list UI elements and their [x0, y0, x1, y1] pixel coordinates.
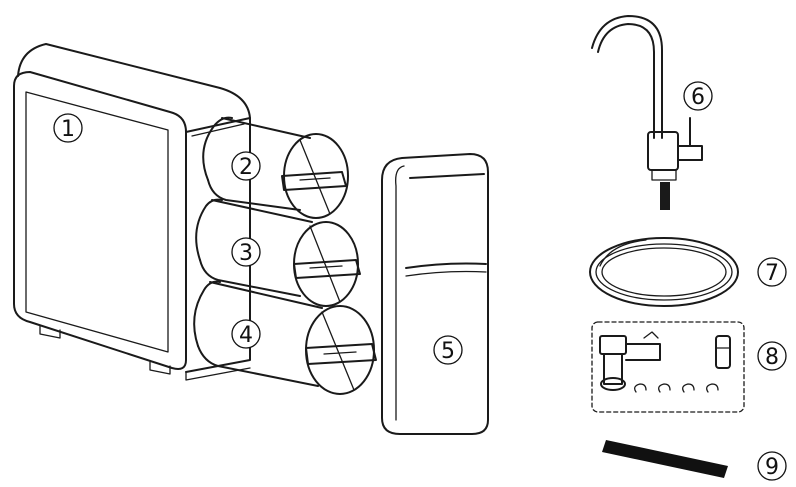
- callout-3: 3: [231, 237, 261, 267]
- svg-text:4: 4: [239, 323, 253, 348]
- callout-7: 7: [757, 257, 787, 287]
- svg-text:2: 2: [239, 155, 253, 180]
- svg-text:3: 3: [239, 241, 253, 266]
- callout-4: 4: [231, 319, 261, 349]
- main-housing: [13, 43, 251, 381]
- tape-strip: [602, 440, 728, 478]
- callout-5: 5: [433, 335, 463, 365]
- svg-text:5: 5: [441, 339, 455, 364]
- sealing-tape: [602, 440, 728, 478]
- front-cover-panel: [381, 153, 489, 435]
- filter-cartridge-3: [195, 198, 361, 307]
- callout-8: 8: [757, 341, 787, 371]
- callout-1: 1: [53, 113, 83, 143]
- faucet: [591, 15, 703, 210]
- svg-text:1: 1: [61, 117, 75, 142]
- callout-6: 6: [683, 81, 713, 111]
- callout-9: 9: [757, 451, 787, 481]
- coiled-tubing: [589, 237, 739, 307]
- svg-text:6: 6: [691, 85, 705, 110]
- filter-cartridge-4: [193, 280, 377, 395]
- svg-text:7: 7: [765, 261, 779, 286]
- svg-text:9: 9: [765, 455, 779, 480]
- svg-text:8: 8: [765, 345, 779, 370]
- filter-cartridge-2: [202, 116, 349, 219]
- callout-2: 2: [231, 151, 261, 181]
- fittings-kit: [591, 321, 745, 413]
